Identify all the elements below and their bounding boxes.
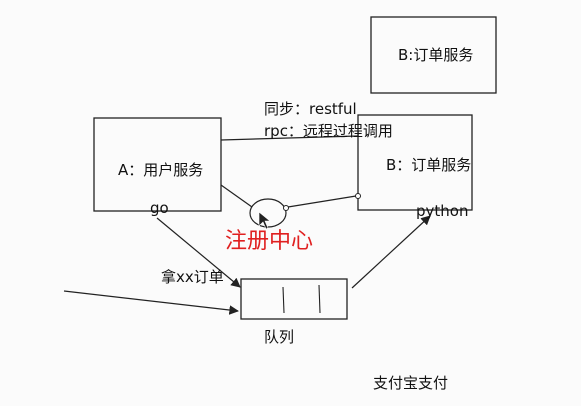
queue-label: 队列: [264, 328, 295, 346]
take-order-label: 拿xx订单: [161, 268, 224, 286]
order-to-registry-line: [287, 195, 357, 208]
user-to-registry-line: [220, 184, 253, 208]
external-to-queue-arrow: [63, 290, 239, 315]
go-to-queue-arrow: [156, 217, 241, 288]
registry-ellipse: [249, 198, 287, 228]
order-service-label: B：订单服务: [386, 156, 472, 174]
registry-label: 注册中心: [225, 229, 314, 254]
go-label: go: [150, 199, 169, 217]
registry-port-left: [283, 205, 289, 211]
rpc-connection-line: [220, 135, 359, 141]
alipay-label: 支付宝支付: [373, 374, 449, 392]
cursor-icon: [258, 211, 271, 230]
order-service-top-label: B:订单服务: [398, 46, 474, 64]
queue-divider-2: [318, 284, 321, 314]
python-label: python: [416, 202, 469, 220]
rpc-label: rpc：远程过程调用: [264, 122, 393, 140]
sync-restful-label: 同步：restful: [264, 100, 357, 118]
queue-box: [240, 278, 348, 320]
queue-divider-1: [282, 286, 285, 314]
user-service-label: A：用户服务: [118, 161, 204, 179]
queue-to-python-arrow: [351, 215, 431, 289]
registry-port-right: [355, 193, 361, 199]
user-service-box: [93, 117, 222, 212]
order-service-box: [357, 114, 473, 211]
order-service-top-box: [370, 16, 497, 94]
